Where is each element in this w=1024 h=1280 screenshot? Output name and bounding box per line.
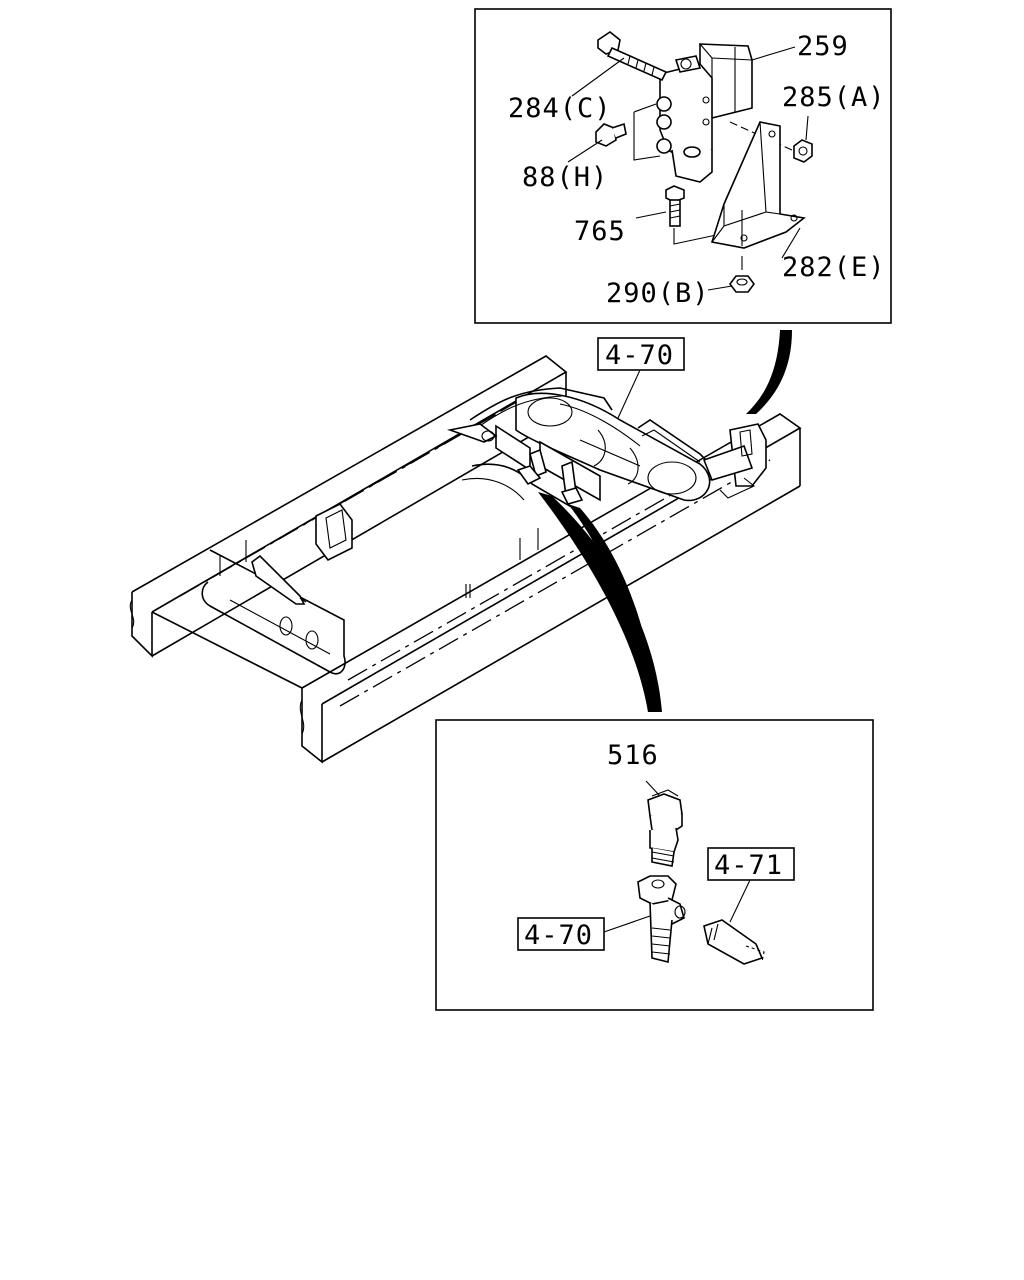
bolt-284c <box>597 31 668 82</box>
leader-285a <box>805 115 809 141</box>
leader-ref-main <box>617 369 641 419</box>
label-282e: 282(E) <box>782 252 886 283</box>
fitting-88h <box>595 122 627 147</box>
lower-detail-box: 4-71 4-70 516 <box>435 719 874 1011</box>
zoom-connector-lower-b <box>568 504 656 712</box>
pressure-switch-516 <box>645 780 683 867</box>
label-516: 516 <box>607 740 659 771</box>
top-detail-frame <box>474 8 892 324</box>
valve-unit-259 <box>633 43 753 183</box>
leader-88h <box>567 139 603 163</box>
leader-282e <box>781 227 801 259</box>
ref-label-main: 4-70 <box>605 340 674 371</box>
nut-290b <box>729 256 755 293</box>
tee-fitting <box>637 875 686 964</box>
chassis-frame <box>129 355 802 764</box>
label-88h: 88(H) <box>522 162 608 193</box>
ref-box-470-lower <box>517 917 605 951</box>
label-285a: 285(A) <box>782 82 886 113</box>
leader-765 <box>635 211 667 219</box>
ref-box-main <box>597 337 685 371</box>
zoom-connector-top <box>746 330 792 414</box>
leader-284c <box>571 57 625 97</box>
label-290b: 290(B) <box>606 278 710 309</box>
label-765: 765 <box>574 216 626 247</box>
ref-label-470-lower: 4-70 <box>524 920 593 951</box>
bracket-282e <box>710 121 806 249</box>
label-259: 259 <box>797 31 849 62</box>
ref-label-471: 4-71 <box>714 850 783 881</box>
leader-ref-471 <box>729 879 751 923</box>
leader-259 <box>751 46 796 61</box>
nut-285a <box>729 121 813 163</box>
ref-box-471 <box>707 847 795 881</box>
connector-fitting <box>703 919 765 965</box>
leader-ref-470-lower <box>603 915 651 933</box>
air-tank-assembly <box>446 387 767 505</box>
leader-290b <box>707 285 733 291</box>
top-detail-box: 259 284(C) 285(A) 88(H) 765 282(E) 290(B… <box>474 8 892 324</box>
label-284c: 284(C) <box>508 93 612 124</box>
lower-detail-frame <box>435 719 874 1011</box>
